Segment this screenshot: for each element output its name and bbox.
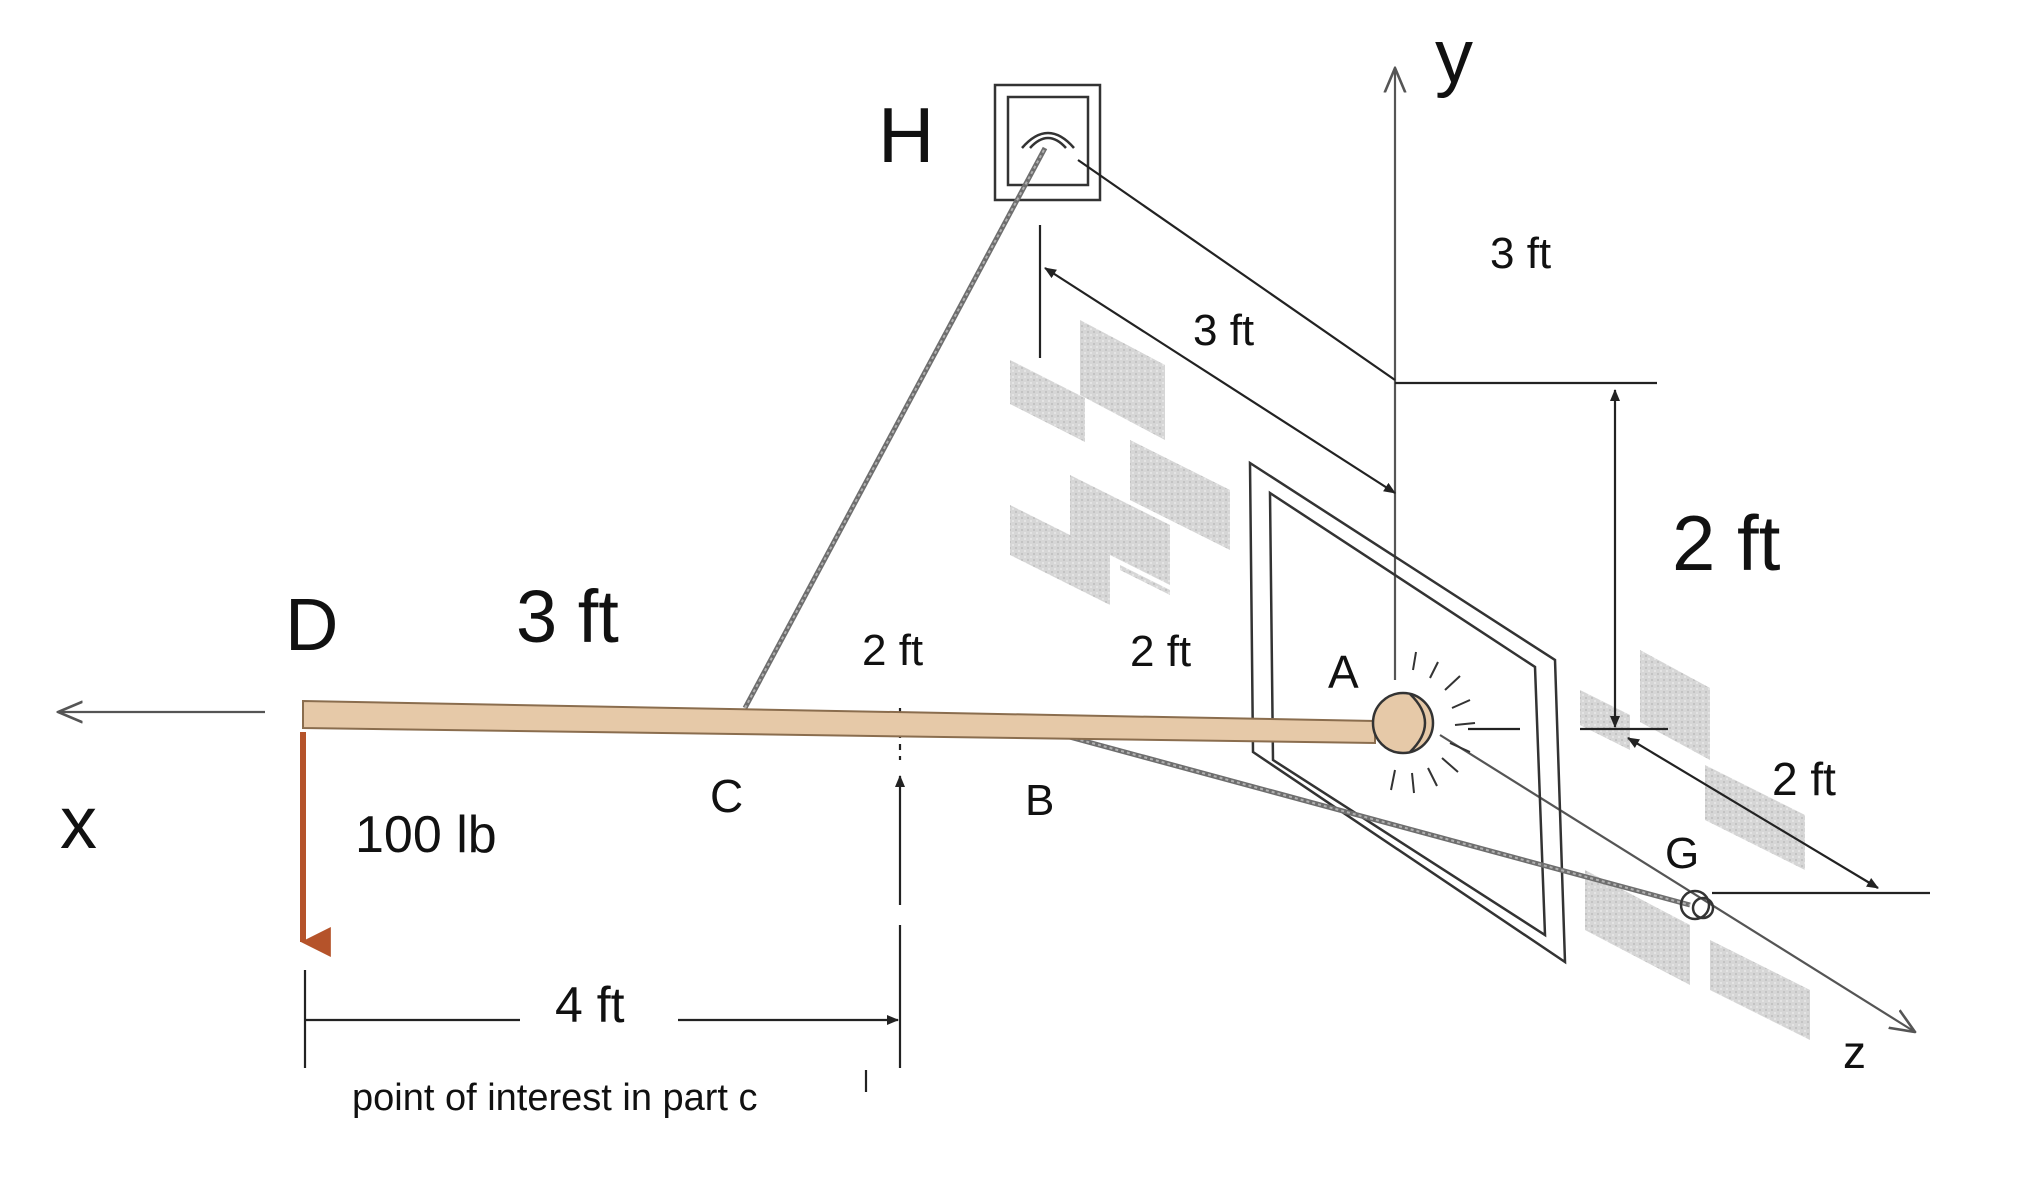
dimension-lines	[303, 159, 1930, 1092]
point-label-a: A	[1328, 646, 1359, 698]
brick	[1010, 505, 1110, 605]
joint-rays	[1390, 651, 1476, 794]
axis-label-z: z	[1843, 1026, 1866, 1078]
dim-label-wall-vertical: 2 ft	[1672, 499, 1781, 587]
ball-joint-a	[1371, 651, 1476, 794]
axis-label-x: x	[60, 781, 97, 864]
brick	[1120, 565, 1170, 595]
cable-ch-core	[744, 147, 1046, 709]
dim-label-d-point: 4 ft	[555, 977, 625, 1033]
point-label-c: C	[710, 770, 743, 822]
cable-bg-core	[1039, 728, 1691, 906]
point-label-b: B	[1025, 776, 1054, 825]
boom	[302, 699, 1376, 745]
brick	[1585, 870, 1690, 985]
point-of-interest-note: point of interest in part c	[352, 1077, 758, 1119]
axis-label-y: y	[1435, 14, 1473, 99]
brick	[1580, 690, 1630, 750]
dim-label-mid-b: 2 ft	[1130, 627, 1191, 676]
wall-plate	[1248, 460, 1567, 965]
dim-label-h-a: 3 ft	[1193, 306, 1254, 355]
z-axis	[1439, 734, 1915, 1032]
dim-label-dc: 3 ft	[516, 575, 619, 658]
load-label: 100 lb	[355, 806, 497, 864]
wall-bricks	[1010, 320, 1810, 1040]
brick	[1010, 360, 1085, 442]
brick	[1070, 475, 1170, 585]
eyebolt-g	[1679, 889, 1715, 921]
point-label-h: H	[878, 91, 934, 179]
point-label-d: D	[285, 583, 338, 666]
cables	[742, 146, 1691, 908]
brick	[1710, 940, 1810, 1040]
dim-label-a-g: 2 ft	[1772, 753, 1836, 805]
brick	[1640, 650, 1710, 760]
h-bracket	[993, 83, 1102, 202]
point-label-g: G	[1665, 829, 1699, 878]
dim-label-c-mid: 2 ft	[862, 626, 923, 675]
dim-label-wall-horizontal: 3 ft	[1490, 229, 1551, 278]
